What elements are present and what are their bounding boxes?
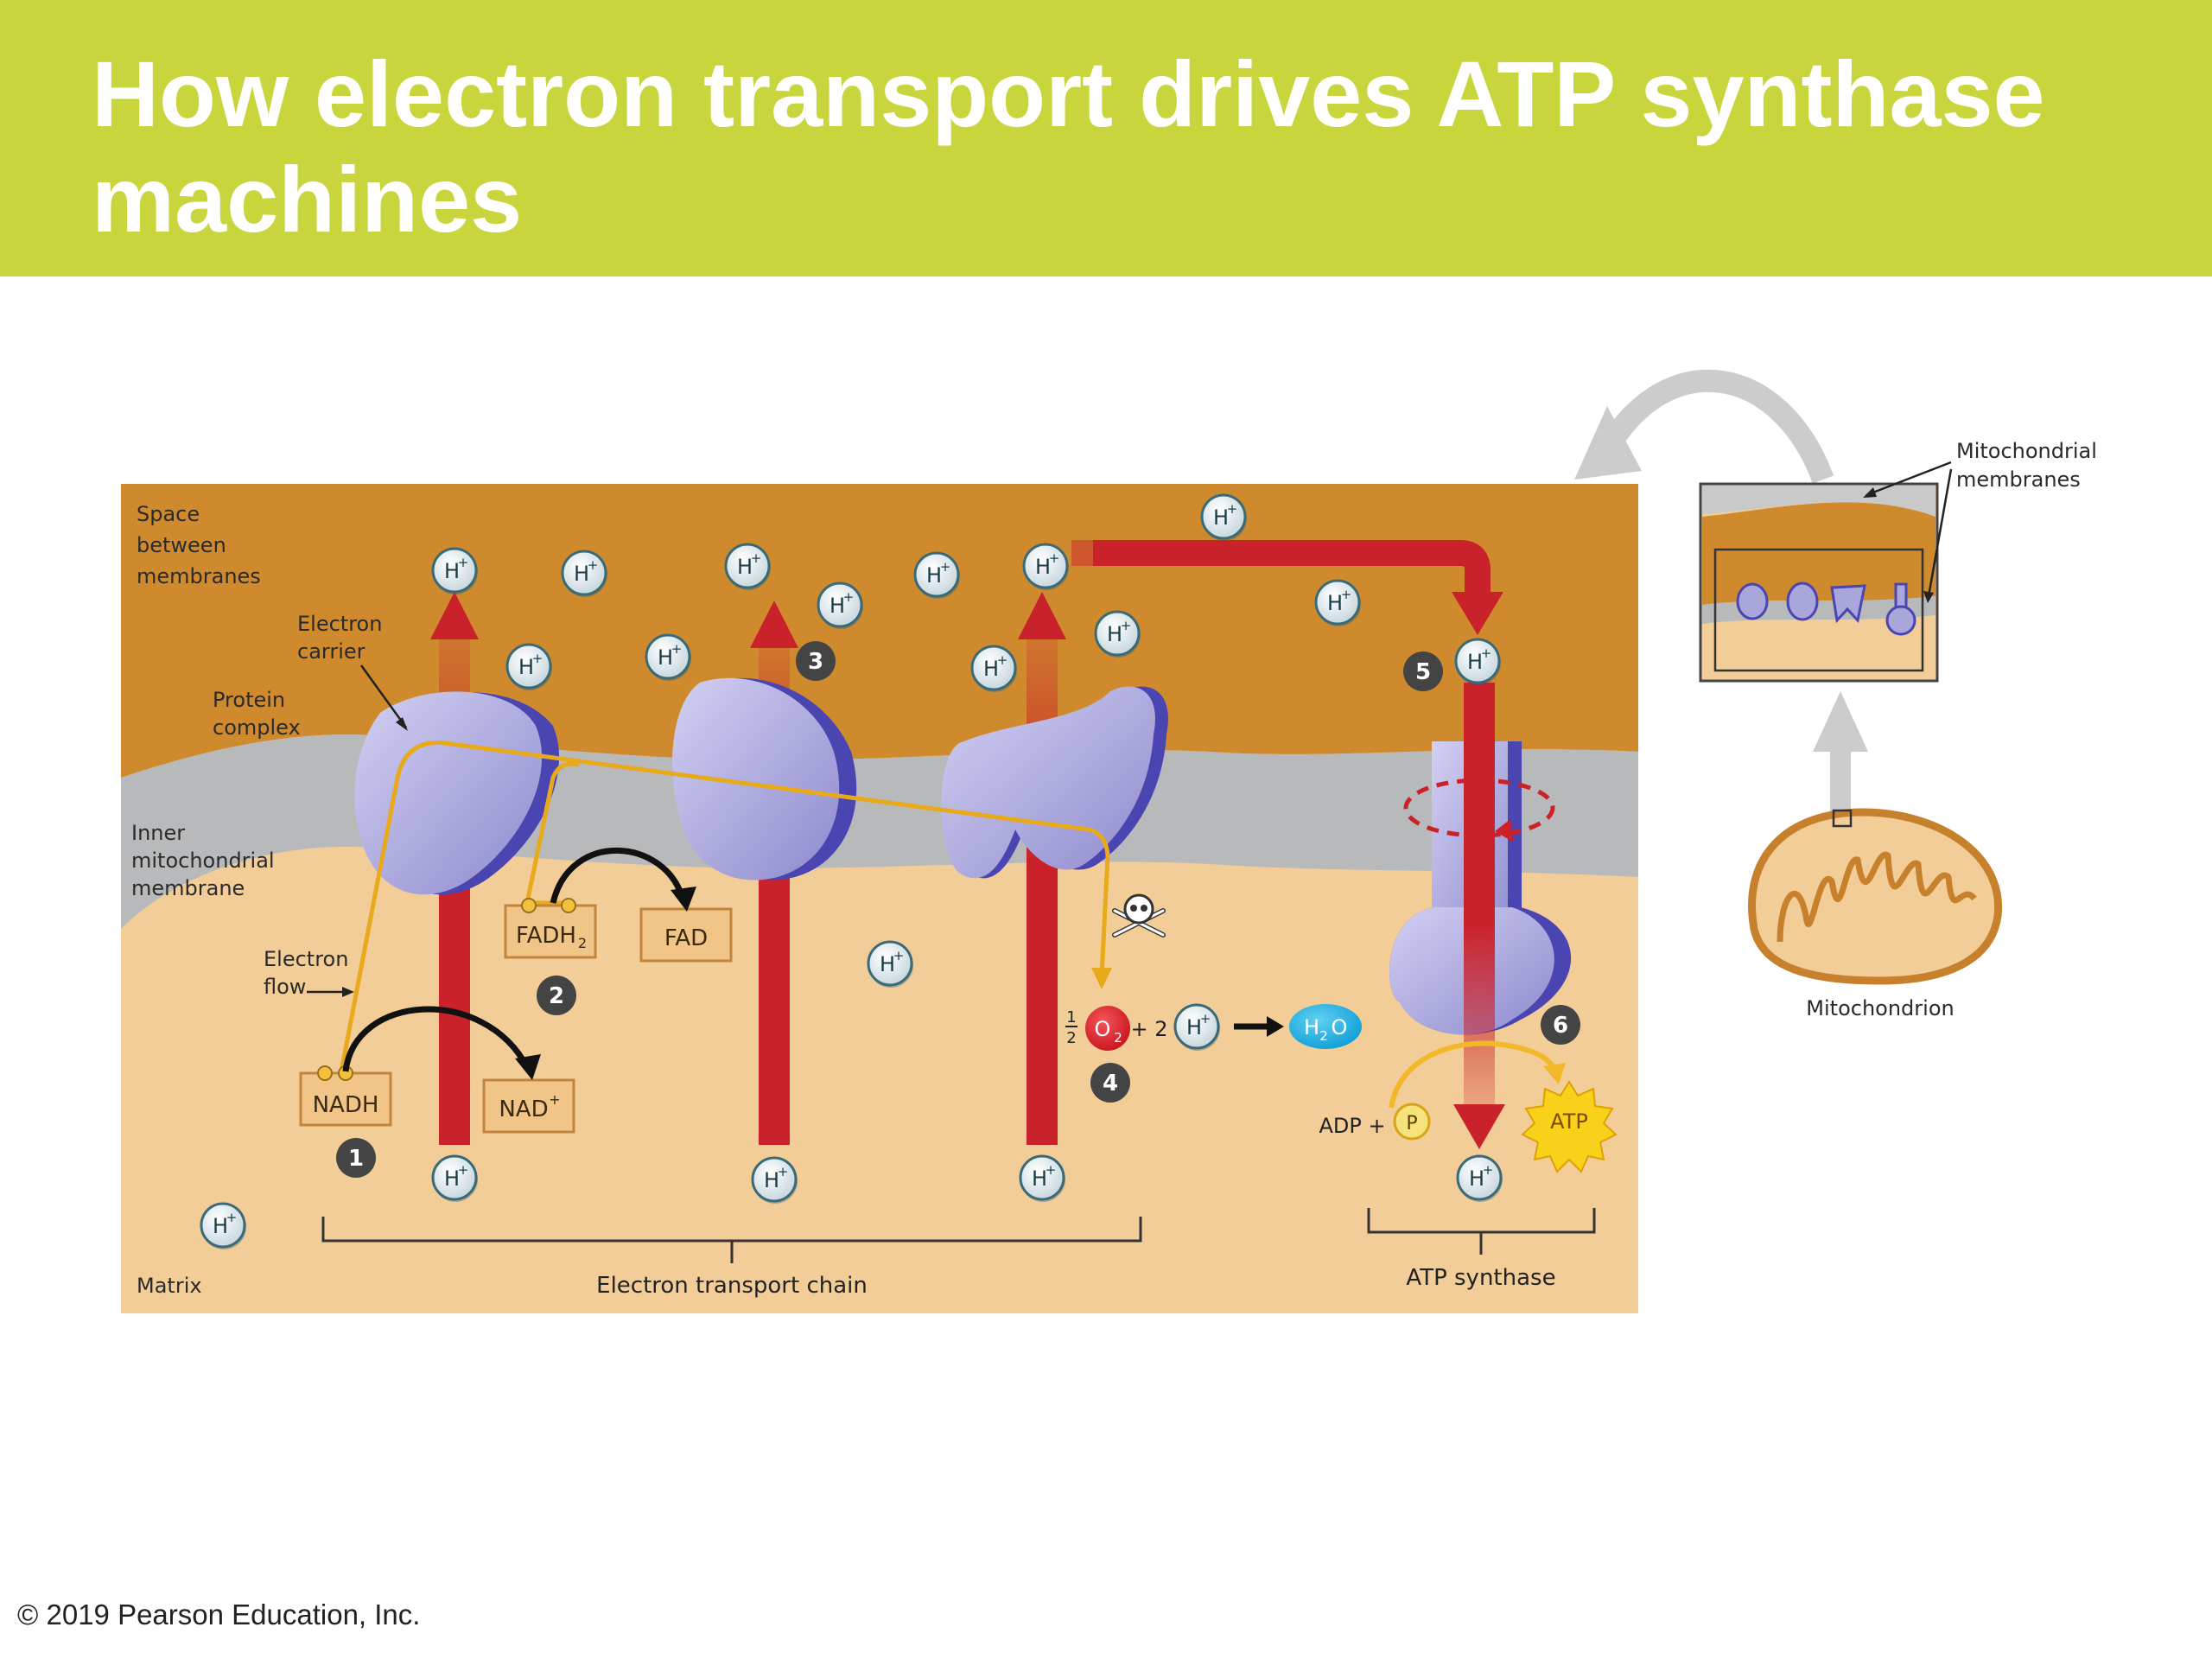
proton-ims: [724, 543, 772, 592]
synthase-proton-arrow: [1464, 683, 1495, 1123]
copyright-notice: © 2019 Pearson Education, Inc.: [17, 1599, 421, 1630]
atp-synthesis-arrow: [1389, 1040, 1558, 1109]
atp-burst: ATP: [1521, 1080, 1618, 1173]
step-4-badge: 4: [1103, 1071, 1118, 1096]
proton-matrix: [200, 1202, 248, 1251]
atp-synthase-bracket: [1367, 1208, 1596, 1255]
step-3-badge: 3: [808, 649, 823, 675]
header-band: [0, 0, 2212, 276]
svg-text:membranes: membranes: [137, 564, 261, 588]
fad-label: FAD: [664, 925, 708, 951]
mitochondrion-icon: [1748, 808, 2003, 985]
plus-two-label: + 2: [1130, 1017, 1167, 1041]
proton-ims: [1094, 610, 1142, 659]
proton-matrix: [1456, 1154, 1504, 1204]
nad-plus-carrier: NAD +: [482, 1078, 575, 1134]
svg-text:carrier: carrier: [297, 639, 365, 664]
nadh-carrier: NADH: [299, 1065, 392, 1127]
proton-pump-arrowhead-2: [750, 601, 798, 648]
svg-text:2: 2: [1319, 1028, 1328, 1044]
step-6-badge: 6: [1553, 1013, 1568, 1039]
half-denominator: 2: [1066, 1029, 1076, 1047]
step-1-badge: 1: [348, 1146, 364, 1172]
svg-text:H: H: [1304, 1015, 1319, 1039]
poison-icon: [1112, 893, 1166, 938]
proton-ims: [1200, 493, 1249, 543]
label-electron-carrier: Electron: [297, 612, 382, 636]
proton-ims: [431, 547, 480, 596]
label-space-between: Space: [137, 502, 200, 526]
label-electron-flow: Electron: [264, 947, 348, 971]
proton-ims: [1022, 543, 1071, 592]
fadh2-label: FADH: [516, 923, 576, 949]
oxygen-molecule: O 2: [1085, 1006, 1130, 1051]
proton-ims: [561, 550, 609, 599]
svg-text:ATP: ATP: [1550, 1109, 1588, 1134]
svg-text:complex: complex: [213, 715, 301, 740]
proton-ims: [913, 551, 962, 601]
label-matrix: Matrix: [137, 1274, 202, 1298]
label-inner-membrane: Inner: [131, 821, 185, 845]
protein-complex-3: [941, 686, 1168, 879]
proton-pump-arrow-3: [1027, 626, 1058, 1145]
electron-flow-arrowhead: [1091, 968, 1112, 989]
water-molecule: H 2 O: [1289, 1004, 1362, 1049]
protein-complex-2: [672, 677, 857, 880]
svg-text:membrane: membrane: [131, 876, 245, 900]
svg-text:between: between: [137, 533, 226, 557]
label-electron-transport-chain: Electron transport chain: [596, 1273, 868, 1299]
proton-ims: [505, 643, 554, 692]
svg-text:2: 2: [1114, 1030, 1122, 1046]
label-atp-synthase: ATP synthase: [1406, 1265, 1555, 1291]
protein-complex-1: [354, 691, 560, 895]
proton-flow-arrowhead: [1452, 592, 1503, 635]
proton-matrix: [1019, 1154, 1067, 1204]
step-5-badge: 5: [1415, 659, 1431, 685]
svg-text:membranes: membranes: [1956, 467, 2081, 492]
etc-bracket: [321, 1217, 1142, 1263]
half-numerator: 1: [1066, 1008, 1076, 1027]
membrane-inset: [1699, 482, 1939, 683]
step-2-badge: 2: [549, 983, 564, 1009]
svg-text:O: O: [1332, 1015, 1348, 1039]
svg-text:O: O: [1095, 1017, 1111, 1041]
svg-text:mitochondrial: mitochondrial: [131, 849, 275, 873]
proton-matrix: [431, 1154, 480, 1204]
phosphate: P: [1393, 1103, 1431, 1141]
svg-text:2: 2: [578, 935, 587, 951]
adp-label: ADP +: [1319, 1114, 1385, 1138]
proton-ims: [970, 645, 1019, 694]
label-mitochondrial-membranes: Mitochondrial: [1956, 439, 2097, 463]
zoom-arrow-top: [1597, 369, 1834, 484]
nadh-label: NADH: [313, 1092, 379, 1118]
label-mitochondrion: Mitochondrion: [1806, 996, 1954, 1020]
fad-carrier: FAD: [639, 907, 733, 963]
proton-pump-arrowhead-3: [1018, 592, 1066, 639]
svg-text:+: +: [549, 1091, 560, 1108]
proton-flow-arrow: [1093, 540, 1491, 596]
nad-plus-label: NAD: [499, 1096, 548, 1122]
proton-matrix: [867, 940, 915, 989]
proton-ims: [817, 582, 865, 631]
proton-matrix: [751, 1156, 799, 1205]
proton-ims: [645, 633, 693, 683]
rotation-indicator: [1403, 778, 1555, 838]
svg-text:P: P: [1406, 1113, 1417, 1135]
label-protein-complex: Protein: [213, 688, 285, 712]
svg-text:flow: flow: [264, 975, 306, 999]
proton-reactant: [1173, 1003, 1222, 1052]
proton-pump-arrowhead-1: [430, 592, 479, 639]
proton-ims: [1454, 638, 1503, 687]
proton-ims: [1314, 579, 1363, 628]
slide-title: How electron transport drives ATP syntha…: [92, 41, 2045, 251]
fadh2-oxidation-arrow: [550, 847, 686, 904]
synthase-proton-arrowhead: [1453, 1104, 1505, 1149]
nadh-oxidation-arrow: [342, 1006, 531, 1072]
fadh2-carrier: FADH 2: [504, 898, 597, 959]
